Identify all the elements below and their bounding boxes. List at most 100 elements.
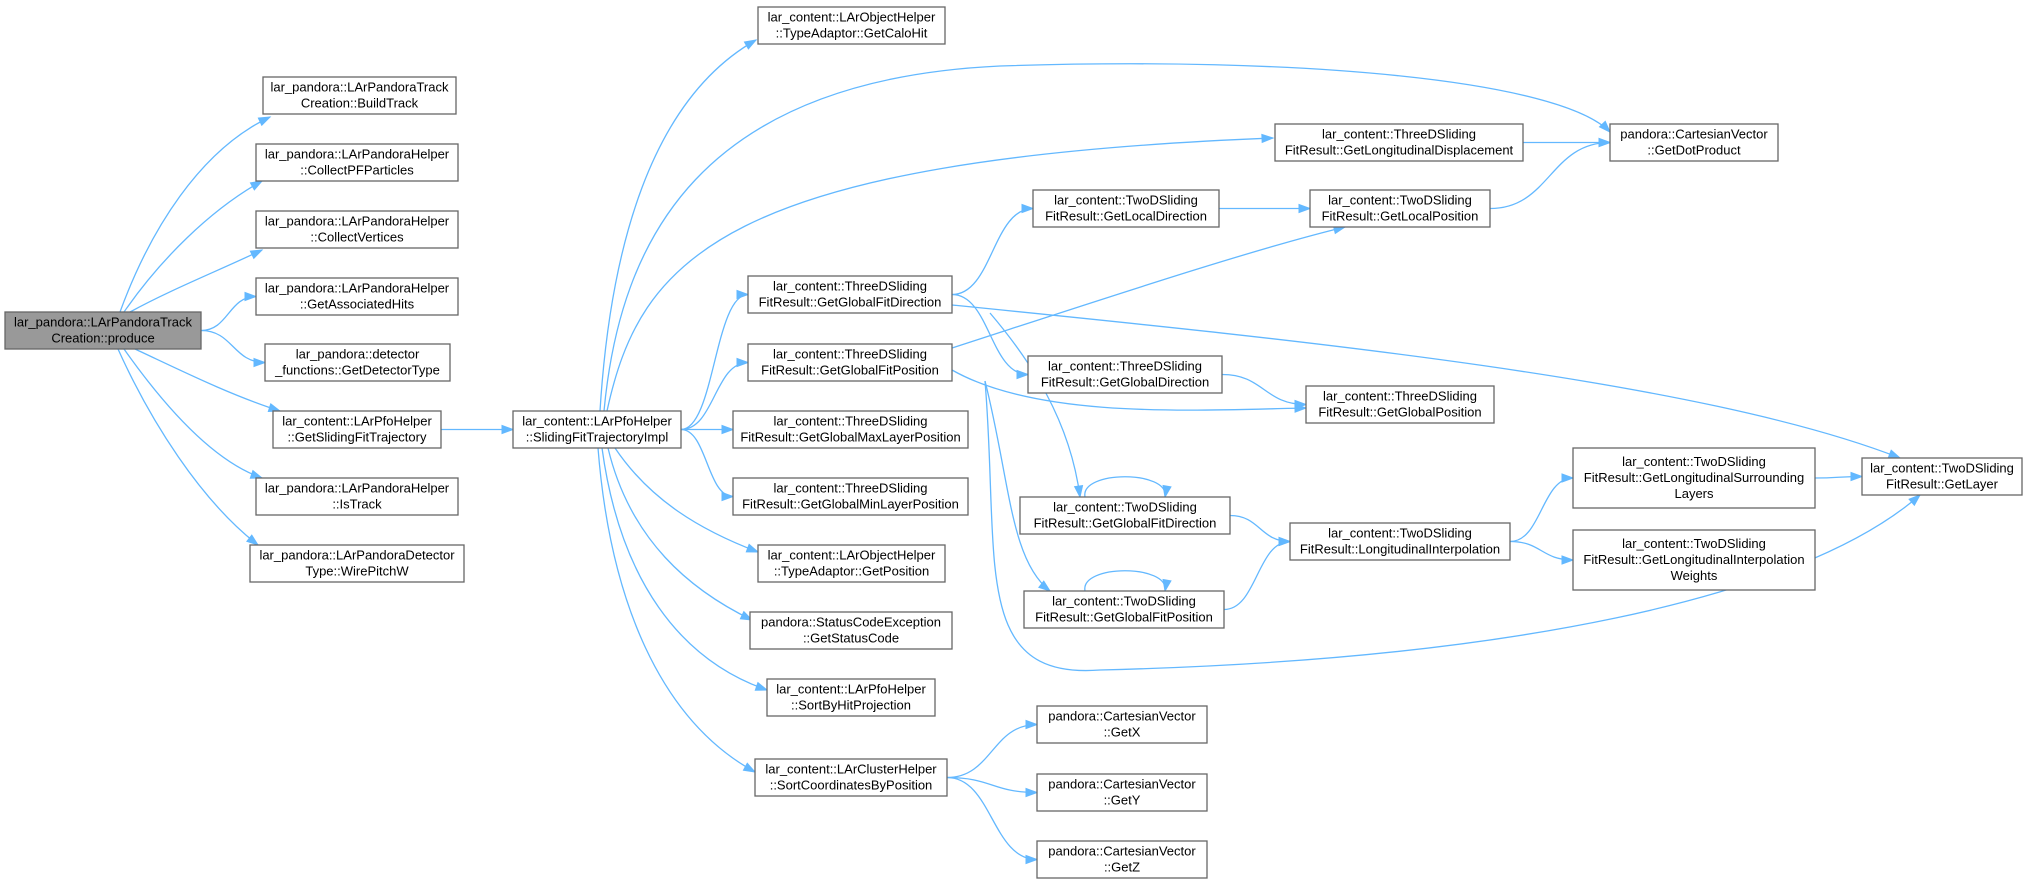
node-GetLocalDirection2D[interactable]: lar_content::TwoDSlidingFitResult::GetLo…	[1032, 189, 1220, 228]
node-label-line: ::TypeAdaptor::GetCaloHit	[776, 26, 928, 41]
node-box	[1289, 522, 1511, 561]
node-GetSlidingFitTrajectory[interactable]: lar_content::LArPfoHelper::GetSlidingFit…	[272, 410, 442, 449]
node-CollectPFParticles[interactable]: lar_pandora::LArPandoraHelper::CollectPF…	[255, 143, 459, 182]
edge-SlidingFitTrajectoryImpl-to-GetStatusCode-arrowhead	[739, 610, 754, 621]
node-box	[249, 544, 465, 583]
node-SlidingFitTrajectoryImpl[interactable]: lar_content::LArPfoHelper::SlidingFitTra…	[512, 410, 682, 449]
node-GetGlobalPosition3D[interactable]: lar_content::ThreeDSlidingFitResult::Get…	[1305, 385, 1495, 424]
edge-SlidingFitTrajectoryImpl-to-GetGlobalMinLayerPosition-arrowhead	[721, 491, 735, 502]
node-label-line: ::IsTrack	[332, 497, 382, 512]
node-box	[272, 410, 442, 449]
node-box	[747, 343, 953, 382]
node-BuildTrack[interactable]: lar_pandora::LArPandoraTrackCreation::Bu…	[262, 76, 457, 115]
node-label-line: lar_content::TwoDSliding	[1622, 454, 1766, 469]
edge-SortCoordinatesByPosition-to-GetX	[946, 723, 1038, 779]
edge-SlidingFitTrajectoryImpl-to-GetGlobalFitDirection3D-arrowhead	[736, 289, 750, 300]
edge-GetGlobalFitPosition2D-to-GetGlobalFitPosition2D-arrowhead	[1162, 578, 1172, 593]
node-GetGlobalMaxLayerPosition[interactable]: lar_content::ThreeDSlidingFitResult::Get…	[732, 410, 969, 449]
node-GetY[interactable]: pandora::CartesianVector::GetY	[1036, 773, 1208, 812]
node-label-line: FitResult::LongitudinalInterpolation	[1300, 542, 1500, 557]
node-CollectVertices[interactable]: lar_pandora::LArPandoraHelper::CollectVe…	[255, 210, 459, 249]
node-label-line: Weights	[1671, 568, 1718, 583]
edge-GetGlobalFitDirection2D-to-GetGlobalFitDirection2D	[1084, 476, 1166, 498]
node-GetGlobalFitPosition3D[interactable]: lar_content::ThreeDSlidingFitResult::Get…	[747, 343, 953, 382]
node-label-line: lar_content::TwoDSliding	[1052, 594, 1196, 609]
node-label-line: lar_content::ThreeDSliding	[774, 481, 928, 496]
node-GetGlobalFitPosition2D[interactable]: lar_content::TwoDSlidingFitResult::GetGl…	[1023, 590, 1225, 629]
node-GetLongitudinalSurroundingLayers[interactable]: lar_content::TwoDSlidingFitResult::GetLo…	[1572, 447, 1816, 509]
node-IsTrack[interactable]: lar_pandora::LArPandoraHelper::IsTrack	[255, 477, 459, 516]
node-SortCoordinatesByPosition[interactable]: lar_content::LArClusterHelper::SortCoord…	[754, 758, 948, 797]
node-box	[1036, 705, 1208, 744]
node-SortByHitProjection[interactable]: lar_content::LArPfoHelper::SortByHitProj…	[766, 678, 936, 717]
node-GetDetectorType[interactable]: lar_pandora::detector_functions::GetDete…	[264, 343, 451, 382]
edge-GetGlobalFitDirection3D-to-GetGlobalDirection3D-arrowhead	[1016, 369, 1030, 380]
edge-SlidingFitTrajectoryImpl-to-GetCaloHit-arrowhead	[743, 39, 758, 50]
edge-produce-to-CollectVertices-arrowhead	[249, 249, 264, 260]
node-box	[749, 611, 953, 650]
node-label-line: FitResult::GetGlobalFitPosition	[761, 363, 939, 378]
node-produce[interactable]: lar_pandora::LArPandoraTrackCreation::pr…	[4, 311, 202, 350]
node-GetGlobalFitDirection3D[interactable]: lar_content::ThreeDSlidingFitResult::Get…	[747, 275, 953, 314]
node-GetLongitudinalInterpolationWeights[interactable]: lar_content::TwoDSlidingFitResult::GetLo…	[1572, 529, 1816, 591]
node-label-line: lar_content::TwoDSliding	[1622, 536, 1766, 551]
edge-GetGlobalFitDirection2D-to-LongitudinalInterpolation	[1229, 514, 1291, 543]
node-label-line: ::SortByHitProjection	[791, 698, 911, 713]
edge-SlidingFitTrajectoryImpl-to-GetPosition	[614, 447, 759, 553]
edge-GetGlobalFitDirection3D-to-GetGlobalFitDirection2D-arrowhead	[1073, 484, 1084, 499]
edge-LongitudinalInterpolation-to-GetLongitudinalSurroundingLayers	[1509, 477, 1574, 543]
node-label-line: ::GetZ	[1104, 860, 1140, 875]
edge-GetGlobalFitDirection2D-to-GetGlobalFitDirection2D-arrowhead	[1162, 484, 1172, 499]
node-label-line: Type::WirePitchW	[305, 564, 409, 579]
node-label-line: Creation::BuildTrack	[301, 96, 419, 111]
node-GetCaloHit[interactable]: lar_content::LArObjectHelper::TypeAdapto…	[757, 6, 946, 45]
node-WirePitchW[interactable]: lar_pandora::LArPandoraDetectorType::Wir…	[249, 544, 465, 583]
edge-SlidingFitTrajectoryImpl-to-SortByHitProjection-arrowhead	[754, 681, 769, 691]
edge-SlidingFitTrajectoryImpl-to-GetPosition-arrowhead	[745, 543, 760, 553]
edge-SlidingFitTrajectoryImpl-to-GetStatusCode	[607, 447, 753, 621]
node-box	[757, 544, 946, 583]
edge-SortCoordinatesByPosition-to-GetY	[946, 776, 1038, 794]
node-label-line: ::GetSlidingFitTrajectory	[288, 430, 427, 445]
edge-SlidingFitTrajectoryImpl-to-SortByHitProjection	[601, 447, 768, 691]
edge-produce-to-CollectPFParticles-arrowhead	[249, 180, 264, 191]
node-box	[732, 477, 969, 516]
node-GetPosition[interactable]: lar_content::LArObjectHelper::TypeAdapto…	[757, 544, 946, 583]
node-GetX[interactable]: pandora::CartesianVector::GetX	[1036, 705, 1208, 744]
node-box	[1572, 447, 1816, 509]
node-box	[1036, 840, 1208, 879]
node-GetDotProduct[interactable]: pandora::CartesianVector::GetDotProduct	[1609, 123, 1779, 162]
node-label-line: lar_content::LArPfoHelper	[776, 682, 926, 697]
node-GetLayer[interactable]: lar_content::TwoDSlidingFitResult::GetLa…	[1861, 457, 2023, 496]
node-GetGlobalMinLayerPosition[interactable]: lar_content::ThreeDSlidingFitResult::Get…	[732, 477, 969, 516]
node-box	[255, 143, 459, 182]
node-label-line: pandora::CartesianVector	[1048, 709, 1196, 724]
edge-GetGlobalFitDirection3D-to-GetLayer	[951, 304, 1901, 459]
node-GetLongitudinalDisplacement[interactable]: lar_content::ThreeDSlidingFitResult::Get…	[1274, 123, 1524, 162]
node-label-line: ::GetDotProduct	[1647, 143, 1741, 158]
node-GetGlobalDirection3D[interactable]: lar_content::ThreeDSlidingFitResult::Get…	[1027, 355, 1223, 394]
node-label-line: pandora::CartesianVector	[1620, 127, 1768, 142]
node-GetAssociatedHits[interactable]: lar_pandora::LArPandoraHelper::GetAssoci…	[255, 277, 459, 316]
edge-SlidingFitTrajectoryImpl-to-GetLongitudinalDisplacement	[606, 137, 1274, 412]
node-label-line: lar_pandora::LArPandoraHelper	[265, 281, 450, 296]
node-label-line: ::SlidingFitTrajectoryImpl	[526, 430, 669, 445]
node-GetGlobalFitDirection2D[interactable]: lar_content::TwoDSlidingFitResult::GetGl…	[1019, 496, 1231, 535]
node-label-line: ::CollectPFParticles	[300, 163, 414, 178]
node-label-line: FitResult::GetLayer	[1886, 477, 1999, 492]
node-box	[264, 343, 451, 382]
edge-SortCoordinatesByPosition-to-GetX-arrowhead	[1025, 719, 1039, 730]
edge-produce-to-IsTrack	[123, 348, 263, 479]
node-GetLocalPosition2D[interactable]: lar_content::TwoDSlidingFitResult::GetLo…	[1309, 189, 1491, 228]
node-GetStatusCode[interactable]: pandora::StatusCodeException::GetStatusC…	[749, 611, 953, 650]
node-label-line: FitResult::GetLongitudinalInterpolation	[1583, 552, 1804, 567]
node-GetZ[interactable]: pandora::CartesianVector::GetZ	[1036, 840, 1208, 879]
node-label-line: lar_content::TwoDSliding	[1054, 193, 1198, 208]
edge-GetLocalPosition2D-to-GetDotProduct	[1489, 141, 1611, 210]
node-label-line: ::GetAssociatedHits	[300, 297, 415, 312]
edges-layer	[117, 39, 1922, 865]
edge-produce-to-CollectVertices	[129, 249, 263, 313]
node-LongitudinalInterpolation[interactable]: lar_content::TwoDSlidingFitResult::Longi…	[1289, 522, 1511, 561]
node-label-line: ::GetStatusCode	[803, 631, 899, 646]
edge-GetLocalPosition2D-to-GetDotProduct-arrowhead	[1598, 137, 1612, 148]
